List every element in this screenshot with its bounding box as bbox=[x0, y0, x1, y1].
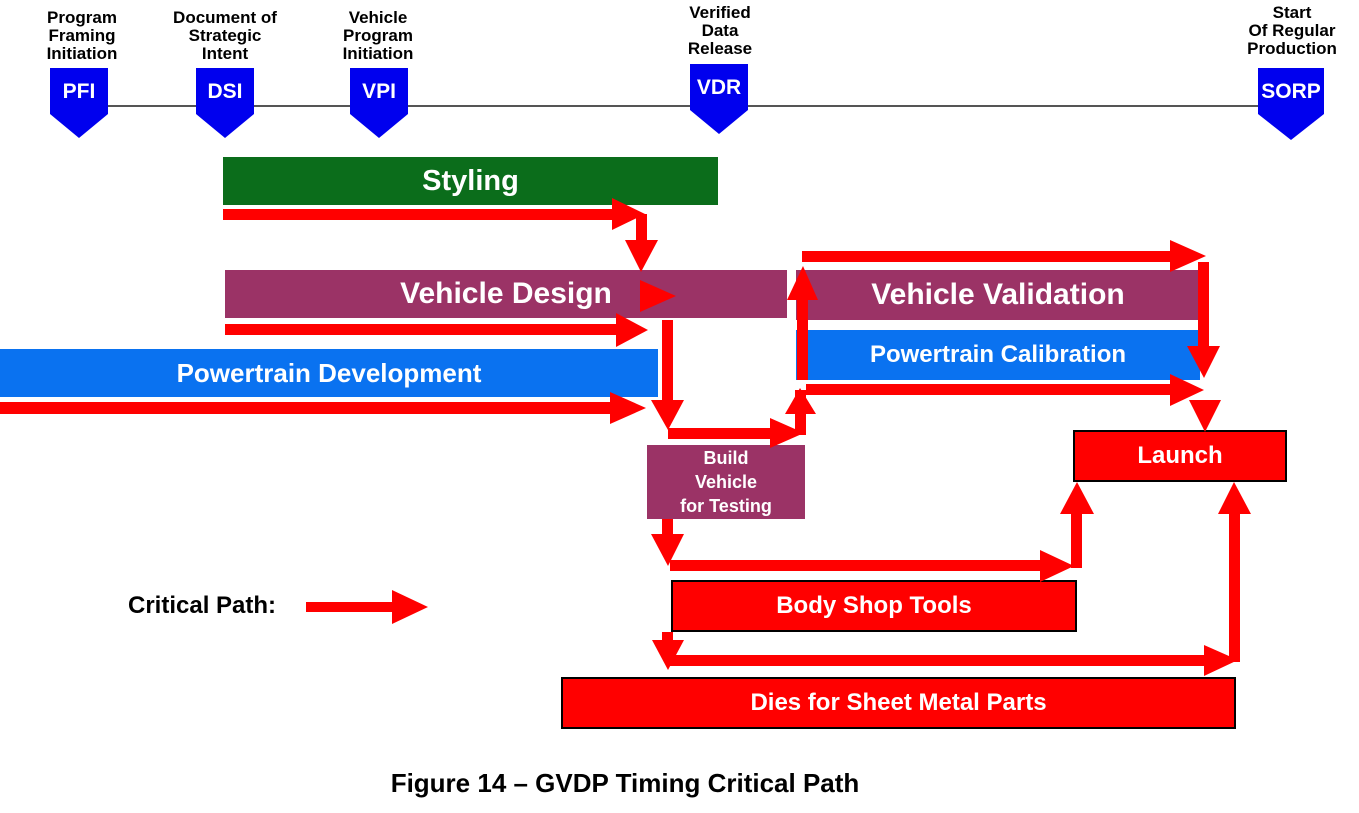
styling-bar: Styling bbox=[223, 157, 718, 205]
milestone-vpi-flag: VPI bbox=[350, 68, 408, 138]
critical-path-segment bbox=[662, 519, 673, 539]
arrowhead-right-icon bbox=[640, 280, 676, 312]
arrowhead-up-icon bbox=[1060, 482, 1094, 514]
vehicle-validation-bar: Vehicle Validation bbox=[796, 270, 1200, 320]
milestone-vpi-label: Vehicle Program Initiation bbox=[342, 8, 414, 63]
arrowhead-up-icon bbox=[1218, 482, 1251, 514]
milestone-pfi-flag: PFI bbox=[50, 68, 108, 138]
critical-path-segment bbox=[806, 384, 1172, 395]
critical-path-segment bbox=[1071, 512, 1082, 568]
milestone-pfi-code: PFI bbox=[62, 80, 96, 103]
arrowhead-right-icon bbox=[610, 392, 646, 424]
critical-path-segment bbox=[225, 324, 620, 335]
milestone-dsi-label: Document of Strategic Intent bbox=[173, 8, 277, 63]
timeline-line bbox=[78, 105, 1298, 107]
arrowhead-right-icon bbox=[1170, 240, 1206, 272]
critical-path-segment bbox=[1229, 512, 1240, 662]
arrowhead-down-icon bbox=[651, 400, 684, 430]
arrowhead-right-icon bbox=[770, 418, 804, 448]
arrowhead-right-icon bbox=[612, 198, 645, 230]
milestone-vpi-code: VPI bbox=[362, 80, 396, 103]
critical-path-segment bbox=[662, 320, 673, 403]
pentagon-flag-icon bbox=[350, 68, 408, 138]
milestone-sorp-code: SORP bbox=[1261, 80, 1321, 103]
pentagon-flag-icon bbox=[690, 64, 748, 134]
dies-bar: Dies for Sheet Metal Parts bbox=[561, 677, 1236, 729]
pentagon-flag-icon bbox=[196, 68, 254, 138]
critical-path-segment bbox=[668, 655, 1208, 666]
arrowhead-right-icon bbox=[1170, 374, 1204, 406]
critical-path-legend-arrow-icon bbox=[306, 590, 428, 624]
arrowhead-right-icon bbox=[1040, 550, 1074, 582]
milestone-vdr-code: VDR bbox=[696, 76, 742, 99]
arrowhead-right-icon bbox=[616, 313, 648, 347]
powertrain-calibration-bar: Powertrain Calibration bbox=[796, 330, 1200, 380]
milestone-vdr-flag: VDR bbox=[690, 64, 748, 134]
critical-path-segment bbox=[662, 632, 673, 646]
arrowhead-down-icon bbox=[651, 534, 684, 566]
arrowhead-down-icon bbox=[625, 240, 658, 272]
arrowhead-up-icon bbox=[785, 388, 816, 414]
arrowhead-up-icon bbox=[787, 266, 818, 300]
milestone-dsi-flag: DSI bbox=[196, 68, 254, 138]
milestone-dsi-code: DSI bbox=[207, 80, 243, 103]
critical-path-segment bbox=[0, 402, 614, 414]
milestone-sorp-flag: SORP bbox=[1258, 68, 1324, 140]
critical-path-segment bbox=[668, 428, 774, 439]
milestone-vdr-label: Verified Data Release bbox=[687, 3, 753, 58]
critical-path-segment bbox=[1198, 262, 1209, 350]
build-vehicle-box: Build Vehicle for Testing bbox=[647, 445, 805, 519]
powertrain-development-bar: Powertrain Development bbox=[0, 349, 658, 397]
critical-path-segment bbox=[797, 290, 808, 380]
critical-path-segment bbox=[636, 214, 647, 242]
critical-path-legend-label: Critical Path: bbox=[128, 592, 277, 619]
pentagon-flag-icon bbox=[1258, 68, 1324, 140]
critical-path-segment bbox=[223, 209, 615, 220]
critical-path-segment bbox=[670, 560, 1042, 571]
figure-caption: Figure 14 – GVDP Timing Critical Path bbox=[390, 768, 860, 798]
arrowhead-right-icon bbox=[1204, 645, 1238, 676]
arrowhead-down-icon bbox=[1187, 346, 1220, 378]
body-shop-tools-bar: Body Shop Tools bbox=[671, 580, 1077, 632]
arrowhead-down-icon bbox=[1189, 400, 1221, 432]
vehicle-design-bar: Vehicle Design bbox=[225, 270, 787, 318]
pentagon-flag-icon bbox=[50, 68, 108, 138]
launch-box: Launch bbox=[1073, 430, 1287, 482]
critical-path-segment bbox=[802, 251, 1172, 262]
milestone-sorp-label: Start Of Regular Production bbox=[1247, 3, 1337, 58]
milestone-pfi-label: Program Framing Initiation bbox=[46, 8, 118, 63]
